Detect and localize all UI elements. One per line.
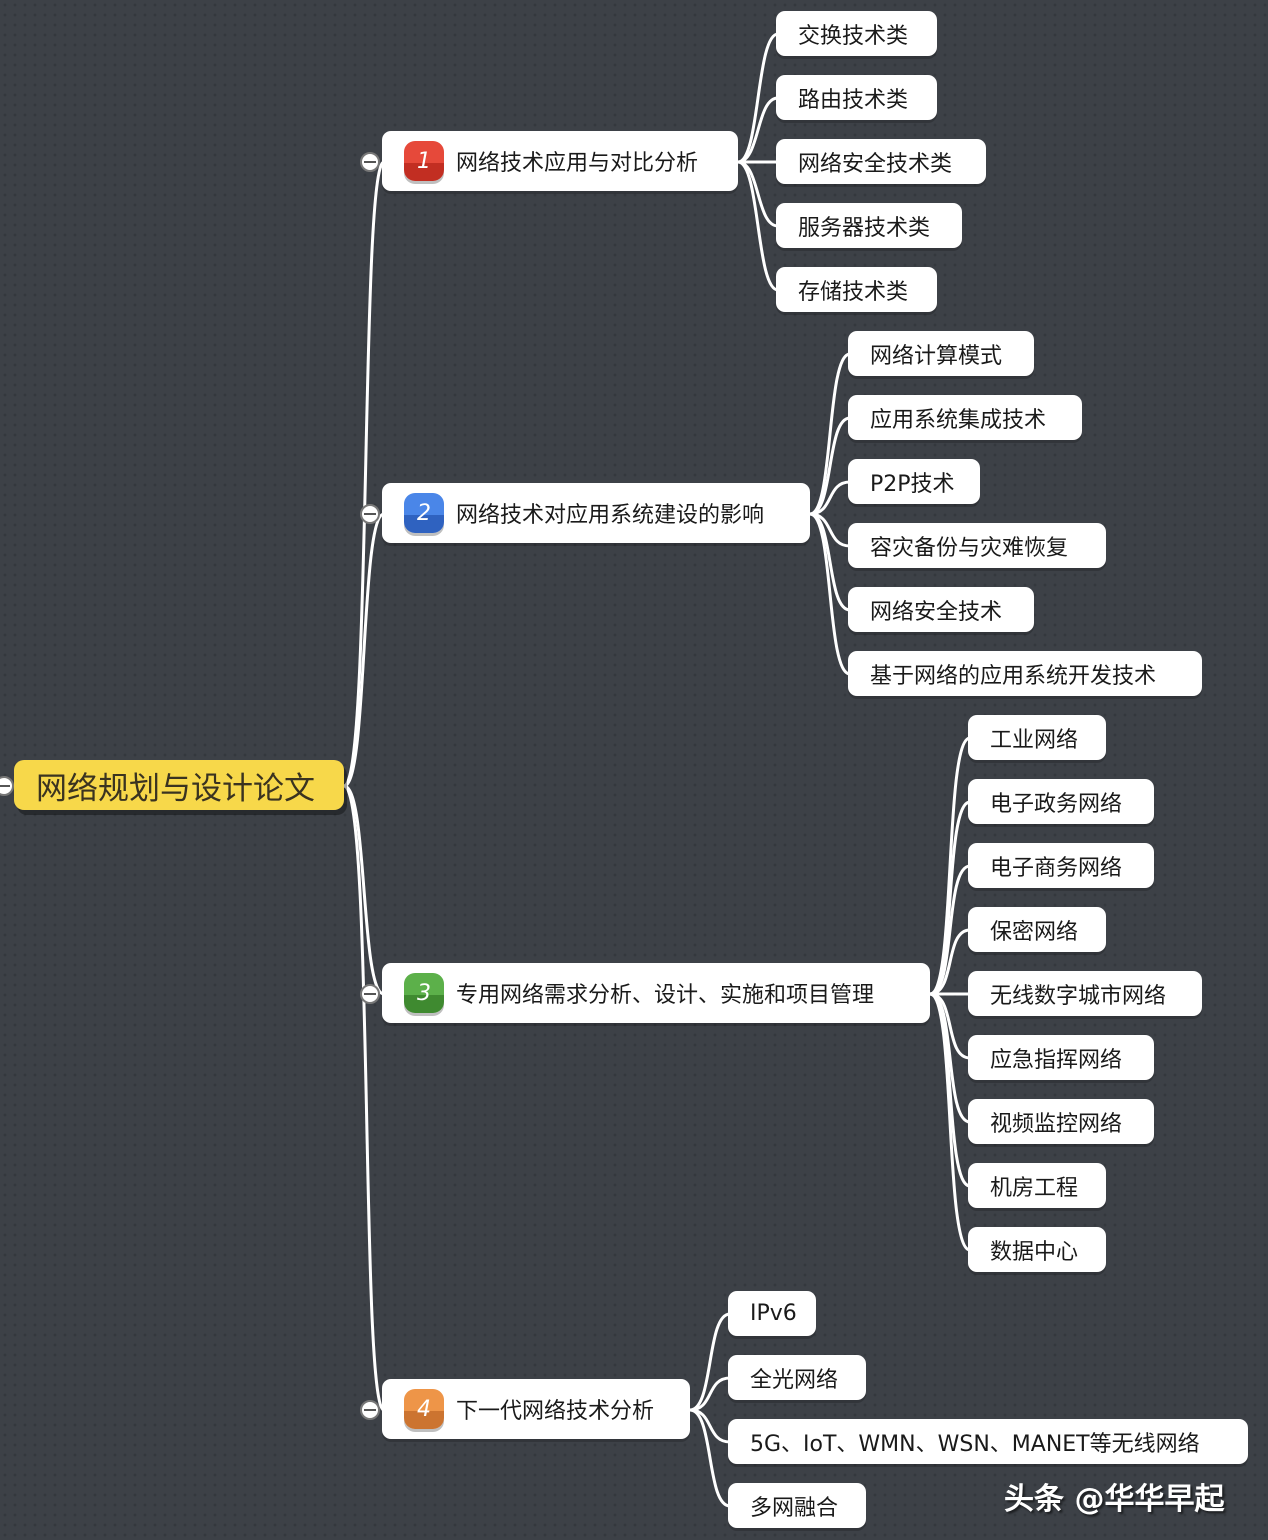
- branch-4-child-2[interactable]: 全光网络: [728, 1355, 866, 1400]
- branch-3-child-7[interactable]: 视频监控网络: [968, 1099, 1154, 1144]
- branch-1-child-5[interactable]: 存储技术类: [776, 267, 937, 312]
- branch-1-label: 网络技术应用与对比分析: [456, 151, 699, 176]
- branch-3-child-6[interactable]: 应急指挥网络: [968, 1035, 1154, 1080]
- branch-1-topic[interactable]: 1 网络技术应用与对比分析: [382, 131, 738, 191]
- branch-3-child-4[interactable]: 保密网络: [968, 907, 1106, 952]
- branch-3-child-2[interactable]: 电子政务网络: [968, 779, 1154, 824]
- branch-1-collapse-toggle[interactable]: [360, 152, 380, 172]
- branch-2-collapse-toggle[interactable]: [360, 504, 380, 524]
- priority-2-icon: 2: [404, 493, 444, 533]
- branch-4-child-1[interactable]: IPv6: [728, 1291, 816, 1336]
- priority-3-icon: 3: [404, 973, 444, 1013]
- branch-2-label: 网络技术对应用系统建设的影响: [456, 503, 765, 528]
- branch-3-child-8[interactable]: 机房工程: [968, 1163, 1106, 1208]
- branch-1-child-2[interactable]: 路由技术类: [776, 75, 937, 120]
- branch-3-child-1[interactable]: 工业网络: [968, 715, 1106, 760]
- root-collapse-toggle[interactable]: [0, 776, 14, 796]
- branch-4-child-4[interactable]: 多网融合: [728, 1483, 866, 1528]
- branch-3-child-3[interactable]: 电子商务网络: [968, 843, 1154, 888]
- branch-2-child-5[interactable]: 网络安全技术: [848, 587, 1034, 632]
- branch-4-topic[interactable]: 4 下一代网络技术分析: [382, 1379, 690, 1439]
- root-topic-label: 网络规划与设计论文: [36, 770, 315, 807]
- branch-2-topic[interactable]: 2 网络技术对应用系统建设的影响: [382, 483, 810, 543]
- branch-3-child-5[interactable]: 无线数字城市网络: [968, 971, 1202, 1016]
- branch-2-child-4[interactable]: 容灾备份与灾难恢复: [848, 523, 1106, 568]
- branch-3-collapse-toggle[interactable]: [360, 984, 380, 1004]
- root-topic[interactable]: 网络规划与设计论文: [14, 760, 344, 810]
- branch-4-label: 下一代网络技术分析: [456, 1399, 655, 1424]
- branch-2-child-3[interactable]: P2P技术: [848, 459, 980, 504]
- branch-3-topic[interactable]: 3 专用网络需求分析、设计、实施和项目管理: [382, 963, 930, 1023]
- branch-3-label: 专用网络需求分析、设计、实施和项目管理: [456, 983, 875, 1008]
- branch-1-child-1[interactable]: 交换技术类: [776, 11, 937, 56]
- branch-1-child-3[interactable]: 网络安全技术类: [776, 139, 986, 184]
- branch-1-child-4[interactable]: 服务器技术类: [776, 203, 962, 248]
- branch-4-collapse-toggle[interactable]: [360, 1400, 380, 1420]
- branch-2-child-1[interactable]: 网络计算模式: [848, 331, 1034, 376]
- priority-4-icon: 4: [404, 1389, 444, 1429]
- watermark: 头条 @华华早起: [1004, 1482, 1225, 1517]
- priority-1-icon: 1: [404, 141, 444, 181]
- branch-2-child-2[interactable]: 应用系统集成技术: [848, 395, 1082, 440]
- branch-2-child-6[interactable]: 基于网络的应用系统开发技术: [848, 651, 1202, 696]
- branch-3-child-9[interactable]: 数据中心: [968, 1227, 1106, 1272]
- branch-4-child-3[interactable]: 5G、IoT、WMN、WSN、MANET等无线网络: [728, 1419, 1248, 1464]
